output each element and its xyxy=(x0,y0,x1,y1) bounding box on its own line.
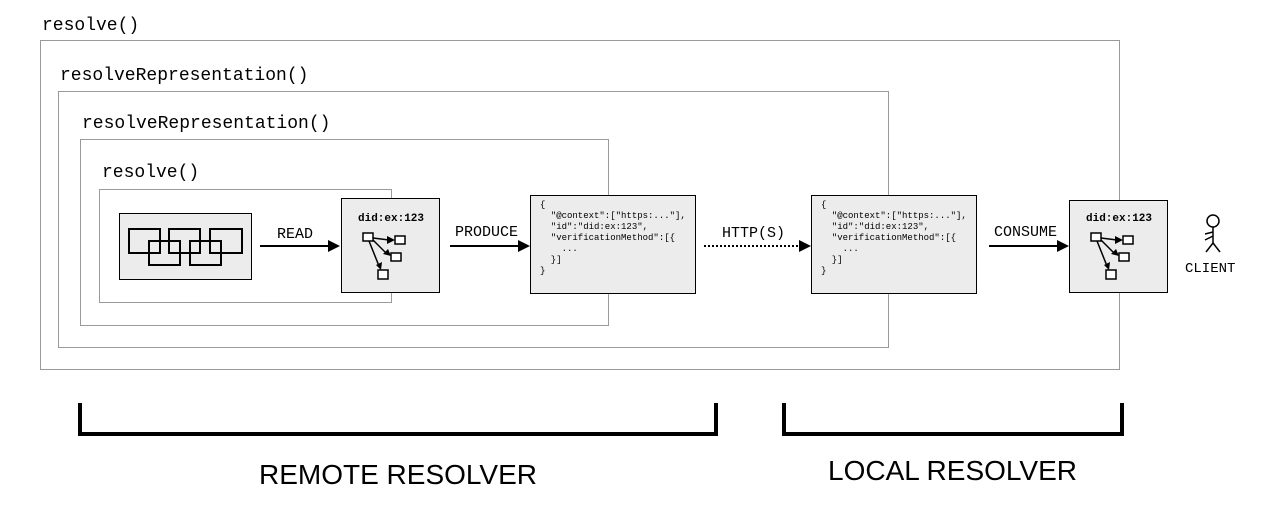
consume-label: CONSUME xyxy=(994,224,1058,241)
outer-resolve-label: resolve() xyxy=(42,16,140,36)
inner-resolve-representation-label: resolveRepresentation() xyxy=(82,114,331,134)
local-bracket xyxy=(782,403,1124,436)
remote-bracket xyxy=(78,403,718,436)
did-label-remote: did:ex:123 xyxy=(358,213,425,225)
produce-label: PRODUCE xyxy=(455,224,519,241)
resolve-representation-label: resolveRepresentation() xyxy=(60,66,309,86)
did-document-remote: { "@context":["https:..."], "id":"did:ex… xyxy=(530,195,696,294)
json-document-remote: { "@context":["https:..."], "id":"did:ex… xyxy=(540,200,686,276)
read-arrow xyxy=(260,240,340,252)
remote-resolver-label: REMOTE RESOLVER xyxy=(259,459,537,490)
did-label-local: did:ex:123 xyxy=(1086,213,1153,225)
graph-icon xyxy=(1090,232,1134,280)
ledger-node xyxy=(119,213,252,280)
did-graph-node-remote: did:ex:123 xyxy=(341,198,440,293)
did-graph-node-local: did:ex:123 xyxy=(1069,200,1168,293)
inner-resolve-label: resolve() xyxy=(102,163,200,183)
consume-arrow xyxy=(989,240,1069,252)
client-stick-figure xyxy=(1204,214,1221,253)
read-label: READ xyxy=(277,226,314,243)
transport-label: HTTP(S) xyxy=(722,225,786,242)
local-resolver-label: LOCAL RESOLVER xyxy=(828,455,1077,486)
produce-arrow xyxy=(450,240,530,252)
graph-icon xyxy=(362,232,406,280)
blockchain-icon xyxy=(128,228,243,266)
json-document-local: { "@context":["https:..."], "id":"did:ex… xyxy=(821,200,967,276)
client-label: CLIENT xyxy=(1185,261,1236,277)
transport-arrow xyxy=(704,240,811,252)
did-document-local: { "@context":["https:..."], "id":"did:ex… xyxy=(811,195,977,294)
